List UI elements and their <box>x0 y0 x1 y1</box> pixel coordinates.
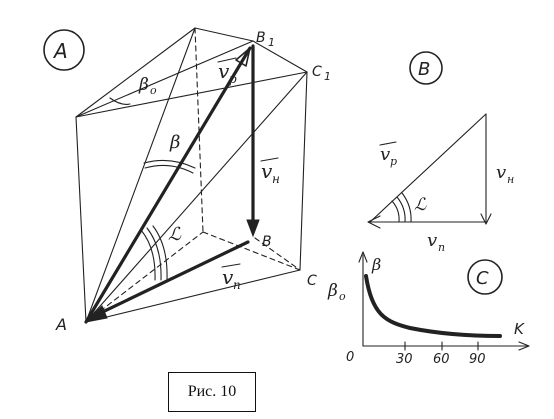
label-vn-a-sub: п <box>233 278 241 292</box>
panel-b-circle <box>409 51 443 85</box>
label-alpha-b: ℒ <box>414 195 427 215</box>
vector-vh-head <box>246 219 260 238</box>
label-vn-b: v <box>427 230 437 251</box>
c-zero-label: 0 <box>346 350 354 365</box>
label-beta-zero: β <box>138 75 149 95</box>
vector-vn <box>88 240 250 320</box>
label-vp-b-bar <box>379 141 397 146</box>
panel-a-figure: A A B 1 C <box>43 27 331 334</box>
top-diagonal <box>75 40 254 118</box>
top-edge-right <box>252 40 308 73</box>
label-beta-zero-sub: o <box>150 84 157 97</box>
beta-arc-2 <box>144 164 194 174</box>
alpha-arc-1 <box>140 229 156 281</box>
vector-vp <box>84 46 252 324</box>
panel-c-label: C <box>476 268 489 289</box>
c-30-label: 30 <box>396 352 413 367</box>
vector-vp-head <box>235 47 251 67</box>
label-vn-b-sub: п <box>438 241 445 254</box>
c-curve <box>364 274 502 338</box>
c-y-axis-head <box>358 251 368 263</box>
label-k: K <box>514 320 525 338</box>
b-hypotenuse <box>369 113 487 223</box>
panel-b-label: B <box>418 59 430 80</box>
bottom-edge-b-to-c <box>254 237 301 271</box>
label-vp-a-sub: p <box>229 72 237 86</box>
point-c1-sub: 1 <box>324 70 331 83</box>
point-b1-sub: 1 <box>268 36 275 49</box>
label-vh-a-sub: н <box>272 172 280 186</box>
label-beta-zero-c-sub: o <box>339 290 346 303</box>
label-beta-c: β <box>371 255 381 274</box>
edge-left-vertical <box>75 116 87 323</box>
beta-zero-arc <box>109 97 131 105</box>
label-vh-b-sub: н <box>507 173 514 186</box>
beta-arc-1 <box>143 159 196 169</box>
b-alpha-arc-3 <box>401 192 412 223</box>
panel-b-figure: B v p v н v п ℒ <box>367 51 514 254</box>
point-c1-label: C <box>312 64 322 80</box>
point-b1-label: B <box>256 30 266 46</box>
label-vh-a-bar <box>260 157 279 162</box>
bottom-edge-back <box>85 231 204 323</box>
alpha-arc-3 <box>152 225 168 280</box>
c-90-label: 90 <box>469 352 486 367</box>
vector-vn-head <box>84 305 108 323</box>
point-a-label: A <box>55 315 67 334</box>
c-60-label: 60 <box>433 352 450 367</box>
panel-a-label: A <box>52 39 68 63</box>
line-a-to-top-back <box>85 27 196 323</box>
top-edge-front <box>75 71 308 118</box>
label-vp-b-sub: p <box>390 155 397 168</box>
label-beta: β <box>169 132 180 153</box>
edge-back-vertical <box>194 27 204 233</box>
point-c-label: C <box>307 273 317 289</box>
figure-caption: Рис. 10 <box>168 372 256 412</box>
panel-c-circle <box>467 259 503 295</box>
label-vh-a: v <box>261 159 273 183</box>
label-vn-a: v <box>222 265 234 289</box>
top-edge-left <box>75 27 196 118</box>
label-beta-zero-c: β <box>327 281 338 301</box>
b-base-head <box>367 215 381 229</box>
top-edge-back <box>194 27 254 42</box>
edge-right-vertical <box>299 71 308 271</box>
c-x-axis-head <box>518 341 530 351</box>
panel-a-circle <box>43 29 85 71</box>
label-vh-b: v <box>496 162 506 183</box>
label-vp-b: v <box>380 144 390 165</box>
b-alpha-arc-1 <box>391 200 400 223</box>
bottom-edge-front <box>85 269 301 323</box>
label-vp-a-bar <box>217 57 237 63</box>
label-alpha-a: ℒ <box>168 224 182 245</box>
b-alpha-arc-2 <box>396 196 406 223</box>
point-b-label: B <box>262 234 272 250</box>
label-vn-a-bar <box>221 263 241 268</box>
line-a-to-c1 <box>85 71 308 323</box>
panel-c-figure: C β β o K 0 30 60 90 <box>327 251 530 367</box>
alpha-arc-2 <box>146 227 162 281</box>
bottom-edge-back-right <box>202 231 301 271</box>
b-vertical-head <box>480 213 492 225</box>
label-vp-a: v <box>218 59 230 83</box>
